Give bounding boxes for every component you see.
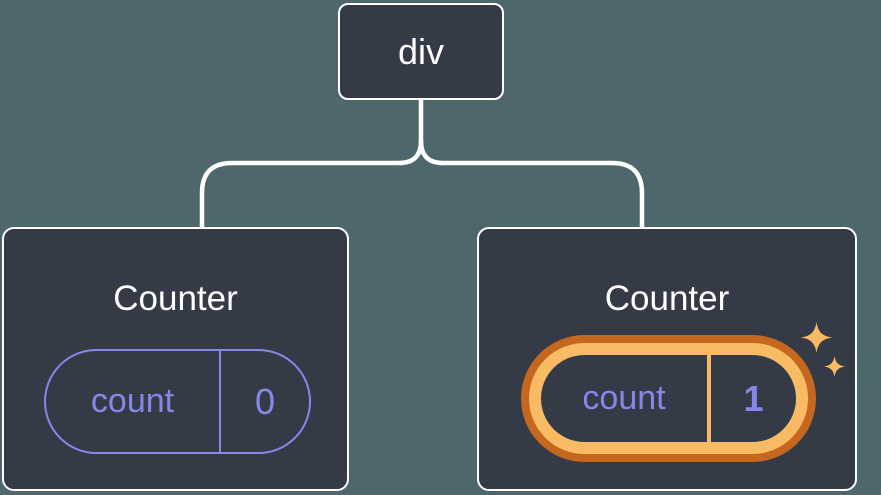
counter-node-right: Counter count 1 [477, 227, 857, 491]
state-pill-right: count 1 [541, 355, 796, 442]
sparkles-icon [801, 322, 832, 353]
counter-node-left: Counter count 0 [2, 227, 349, 491]
counter-left-title: Counter [113, 279, 238, 318]
state-key-label: count [46, 351, 221, 452]
root-div-label: div [397, 30, 445, 72]
state-value: 0 [254, 380, 276, 422]
connector-right-branch [418, 138, 645, 231]
counter-right-title: Counter [604, 279, 730, 318]
sparkle-icon-small [824, 356, 845, 377]
state-pill-left: count 0 [44, 349, 311, 454]
state-key-label: count [541, 355, 711, 442]
connector-left-branch [199, 138, 424, 231]
root-div-node: div [338, 3, 504, 100]
state-value: 1 [743, 377, 764, 419]
state-pill-highlight-ring: count 1 [521, 335, 816, 462]
